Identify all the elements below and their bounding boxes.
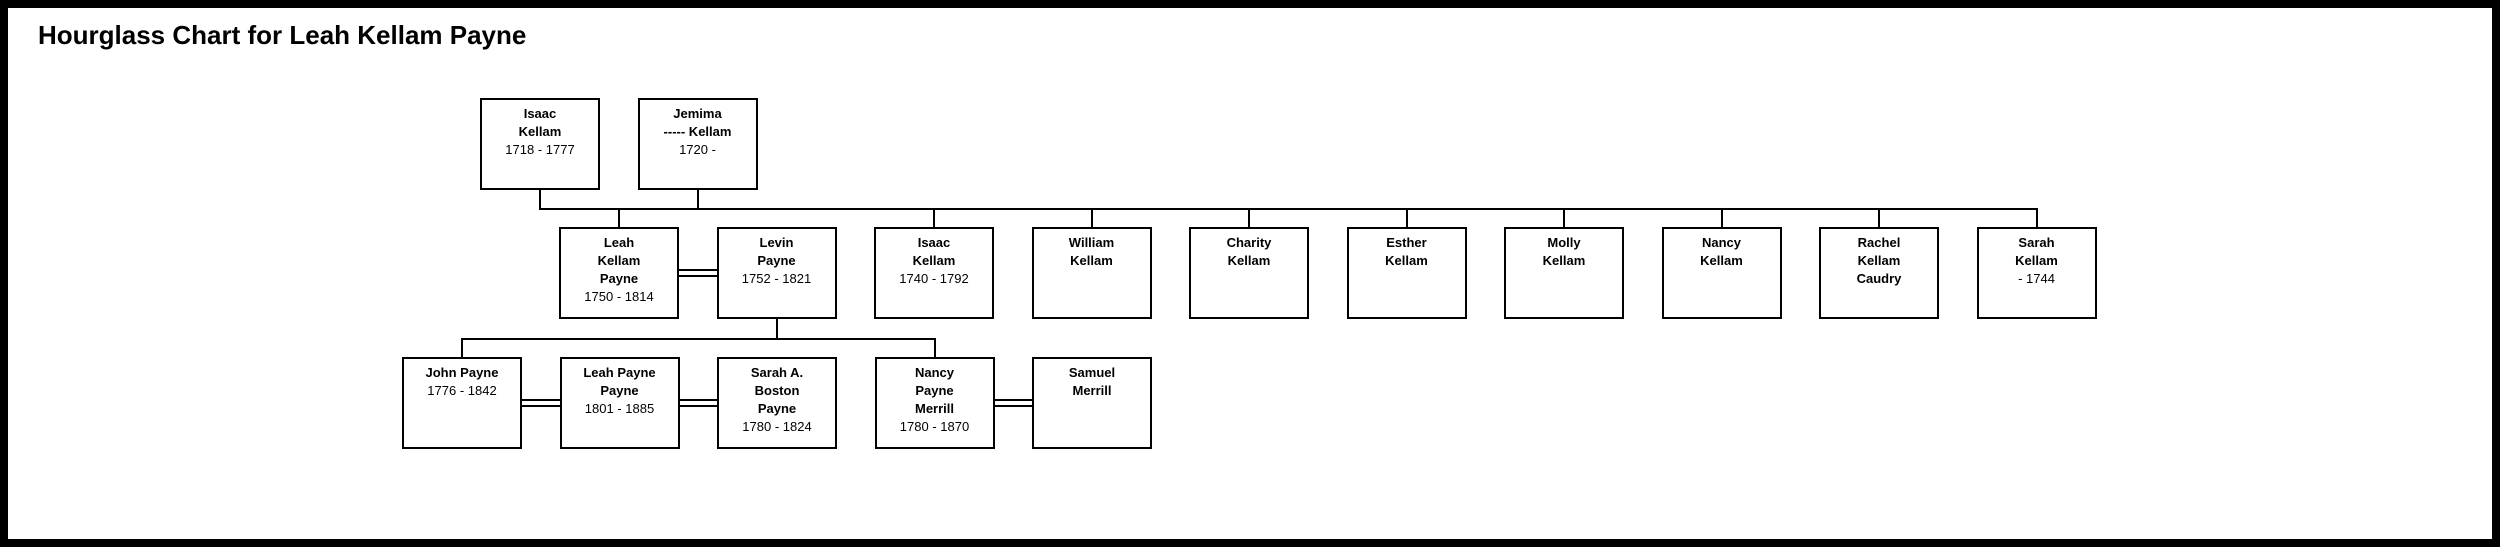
descent-connector-line <box>775 319 778 340</box>
descent-connector-line <box>1405 208 1408 227</box>
person-name-line: William <box>1068 235 1115 250</box>
descent-connector-line <box>461 338 463 357</box>
person-name-line: Nancy <box>914 365 955 380</box>
person-name-line: Kellam <box>1227 253 1271 268</box>
person-dates: 1752 - 1821 <box>741 271 812 286</box>
person-name-line: Kellam <box>1857 253 1901 268</box>
descent-connector-line <box>1878 208 1880 227</box>
person-name-line: Kellam <box>1542 253 1586 268</box>
person-name-line: Kellam <box>2015 253 2058 268</box>
descent-connector-line <box>933 338 936 357</box>
person-name-line: Leah Payne <box>583 365 656 380</box>
descent-connector-line <box>539 190 541 210</box>
person-name-line: Kellam <box>1385 253 1428 268</box>
person-name-line: Sarah A. <box>750 365 804 380</box>
person-name-line: Kellam <box>1070 253 1113 268</box>
person-name-line: Sarah <box>2018 235 2055 250</box>
person-name-line: Molly <box>1547 235 1581 250</box>
marriage-connector <box>994 399 1032 407</box>
person-name-line: Leah <box>603 235 635 250</box>
person-dates: 1780 - 1870 <box>899 419 970 434</box>
person-name-line: Charity <box>1226 235 1272 250</box>
person-dates: 1720 - <box>679 142 716 157</box>
marriage-connector <box>679 399 717 407</box>
descent-connector-line <box>1563 208 1565 227</box>
person-dates: 1801 - 1885 <box>584 401 655 416</box>
person-name-line: Merrill <box>1072 383 1112 398</box>
person-name-line: ----- Kellam <box>663 124 732 139</box>
person-name-line: Kellam <box>518 124 562 139</box>
person-name-line: Kellam <box>597 253 641 268</box>
descent-connector-line <box>2035 208 2038 227</box>
person-name-line: Rachel <box>1857 235 1901 250</box>
descent-connector-line <box>539 208 2038 210</box>
person-name-line: Levin <box>759 235 794 250</box>
descent-connector-line <box>1090 208 1093 227</box>
person-name-line: Caudry <box>1856 271 1902 286</box>
person-name-line: John Payne <box>425 365 499 380</box>
person-name-line: Payne <box>757 253 796 268</box>
person-name-line: Boston <box>754 383 800 398</box>
person-name-line: Samuel <box>1068 365 1116 380</box>
descent-connector-line <box>1720 208 1723 227</box>
person-dates: - 1744 <box>2018 271 2055 286</box>
marriage-connector <box>679 269 717 277</box>
person-box[interactable]: John Payne 1776 - 1842 <box>402 357 522 449</box>
descent-connector-line <box>1248 208 1250 227</box>
person-name-line: Payne <box>757 401 797 416</box>
person-name-line: Esther <box>1386 235 1427 250</box>
person-name-line: Isaac <box>917 235 951 250</box>
person-name-line: Payne <box>599 271 639 286</box>
person-name-line: Isaac <box>523 106 557 121</box>
person-name-line: Payne <box>600 383 639 398</box>
person-dates: 1740 - 1792 <box>899 271 969 286</box>
person-name-line: Kellam <box>912 253 956 268</box>
person-name-line: Merrill <box>914 401 954 416</box>
descent-connector-line <box>696 190 699 210</box>
descent-connector-line <box>933 208 935 227</box>
descent-connector-line <box>461 338 936 340</box>
marriage-connector <box>522 399 560 407</box>
person-name-line: Payne <box>915 383 954 398</box>
person-dates: 1776 - 1842 <box>427 383 497 398</box>
person-name-line: Nancy <box>1701 235 1742 250</box>
chart-title: Hourglass Chart for Leah Kellam Payne <box>38 20 527 50</box>
descent-connector-line <box>618 208 620 227</box>
person-dates: 1780 - 1824 <box>742 419 812 434</box>
person-dates: 1750 - 1814 <box>584 289 654 304</box>
person-dates: 1718 - 1777 <box>505 142 575 157</box>
person-name-line: Kellam <box>1700 253 1743 268</box>
person-name-line: Jemima <box>673 106 722 121</box>
person-box[interactable]: Jemima ----- Kellam 1720 - <box>637 98 758 190</box>
